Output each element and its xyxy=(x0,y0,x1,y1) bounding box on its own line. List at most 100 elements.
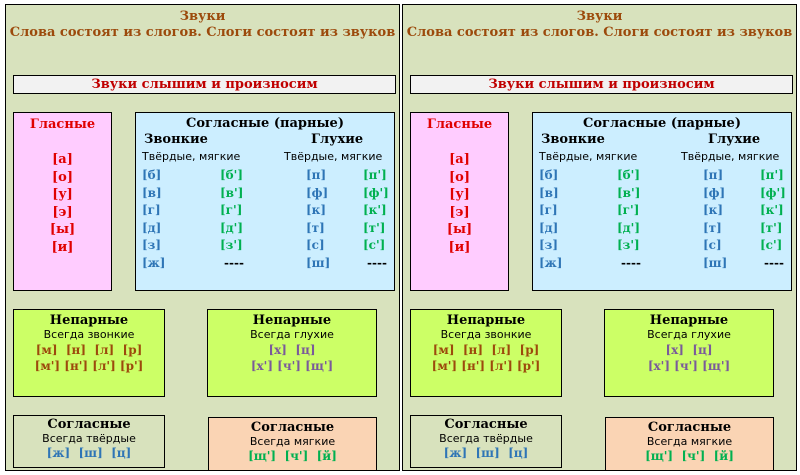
hard-consonants-box: Согласные Всегда твёрдые [ж] [ш] [ц] xyxy=(13,415,165,468)
consonant-cell: ---- xyxy=(367,256,387,270)
hard-sub: Всегда твёрдые xyxy=(439,432,533,445)
unpaired-voiced-box: Непарные Всегда звонкие [м] [н] [л] [р] … xyxy=(13,309,165,397)
consonant-cell: [т] xyxy=(306,220,325,235)
unpaired-voiceless-line1: [х] [ц] xyxy=(268,343,316,357)
soft-sub: Всегда мягкие xyxy=(646,435,733,448)
consonant-cell: [п] xyxy=(703,168,724,182)
consonant-cell: [б'] xyxy=(617,168,641,182)
voiced-sub: Твёрдые, мягкие xyxy=(142,150,241,163)
soft-line: [щ'] [ч'] [й] xyxy=(248,449,337,463)
voiceless-sub: Твёрдые, мягкие xyxy=(284,150,383,163)
consonant-cell: ---- xyxy=(621,256,641,270)
consonant-cell: [т'] xyxy=(363,220,386,235)
hard-title: Согласные xyxy=(47,417,131,432)
panel-title: Звуки xyxy=(576,9,623,24)
consonant-cell: [ж] xyxy=(142,256,166,270)
hard-sub: Всегда твёрдые xyxy=(42,432,136,445)
unpaired-voiceless-line2: [х'] [ч'] [щ'] xyxy=(250,359,334,373)
consonant-cell: [к'] xyxy=(760,203,784,218)
consonant-cell: [ф] xyxy=(306,185,329,200)
consonant-cell: [з] xyxy=(539,238,559,253)
consonant-cell: [з'] xyxy=(617,238,640,253)
vowel-item: [о] xyxy=(449,169,470,185)
voiceless-sub: Твёрдые, мягкие xyxy=(681,150,780,163)
vowel-item: [э] xyxy=(52,204,73,220)
unpaired-voiced-line1: [м] [н] [л] [р] xyxy=(432,343,540,357)
vowel-item: [и] xyxy=(448,239,471,255)
consonant-cell: [в'] xyxy=(220,185,244,200)
consonant-cell: [г] xyxy=(539,203,558,218)
consonant-cell: [з'] xyxy=(220,238,243,253)
vowel-item: [о] xyxy=(52,169,73,185)
hard-consonants-box: Согласные Всегда твёрдые [ж] [ш] [ц] xyxy=(410,415,562,468)
unpaired-voiced-sub: Всегда звонкие xyxy=(43,328,135,341)
banner: Звуки слышим и произносим xyxy=(13,75,396,94)
consonant-cell: ---- xyxy=(224,256,244,270)
consonant-cell: [т'] xyxy=(760,220,783,235)
consonant-cell: [б] xyxy=(539,168,559,182)
soft-consonants-box: Согласные Всегда мягкие [щ'] [ч'] [й] xyxy=(208,417,377,471)
unpaired-voiced-sub: Всегда звонкие xyxy=(440,328,532,341)
unpaired-voiced-line2: [м'] [н'] [л'] [р'] xyxy=(431,359,541,373)
vowels-title: Гласные xyxy=(426,117,493,132)
vowel-item: [ы] xyxy=(446,222,473,237)
vowel-item: [у] xyxy=(52,187,73,202)
consonant-cell: [з] xyxy=(142,238,162,253)
banner: Звуки слышим и произносим xyxy=(410,75,793,94)
consonant-cell: [г'] xyxy=(617,203,640,218)
hard-line: [ж] [ш] [ц] xyxy=(46,446,132,460)
vowel-item: [а] xyxy=(52,152,73,167)
consonant-cell: [д] xyxy=(539,220,559,235)
consonant-cell: [к'] xyxy=(363,203,387,218)
unpaired-voiceless-box: Непарные Всегда глухие [х] [ц] [х'] [ч']… xyxy=(604,309,774,397)
soft-title: Согласные xyxy=(647,420,732,435)
unpaired-voiceless-line1: [х] [ц] xyxy=(665,343,713,357)
consonant-cell: [к] xyxy=(306,203,327,218)
vowels-box: Гласные [а][о][у][э][ы][и] xyxy=(13,112,112,291)
consonant-cell: [с'] xyxy=(760,238,783,253)
hard-line: [ж] [ш] [ц] xyxy=(443,446,529,460)
consonant-cell: [ф'] xyxy=(760,185,786,200)
consonant-cell: [д] xyxy=(142,220,162,235)
consonant-cell: [в'] xyxy=(617,185,641,200)
voiced-label: Звонкие xyxy=(541,132,605,147)
consonant-cell: [д'] xyxy=(220,220,244,235)
soft-title: Согласные xyxy=(250,420,335,435)
consonant-cell: [п'] xyxy=(363,168,387,182)
panel-subtitle: Слова состоят из слогов. Слоги состоят и… xyxy=(9,25,396,40)
unpaired-voiceless-title: Непарные xyxy=(649,313,729,328)
unpaired-voiced-title: Непарные xyxy=(446,313,526,328)
unpaired-voiceless-box: Непарные Всегда глухие [х] [ц] [х'] [ч']… xyxy=(207,309,377,397)
paired-consonants-box: Согласные (парные) Звонкие Глухие Твёрды… xyxy=(135,112,395,291)
soft-line: [щ'] [ч'] [й] xyxy=(645,449,734,463)
consonant-cell: [б] xyxy=(142,168,162,182)
unpaired-voiceless-sub: Всегда глухие xyxy=(250,328,334,341)
consonant-cell: [с] xyxy=(306,238,325,253)
vowels-title: Гласные xyxy=(29,117,96,132)
panel-title: Звуки xyxy=(179,9,226,24)
vowels-box: Гласные [а][о][у][э][ы][и] xyxy=(410,112,509,291)
unpaired-voiceless-sub: Всегда глухие xyxy=(647,328,731,341)
voiceless-label: Глухие xyxy=(708,132,761,147)
consonant-cell: [б'] xyxy=(220,168,244,182)
voiced-label: Звонкие xyxy=(144,132,208,147)
unpaired-voiced-box: Непарные Всегда звонкие [м] [н] [л] [р] … xyxy=(410,309,562,397)
consonant-cell: ---- xyxy=(764,256,784,270)
left-panel: Звуки Слова состоят из слогов. Слоги сос… xyxy=(5,4,400,471)
consonant-cell: [к] xyxy=(703,203,724,218)
consonant-cell: [г'] xyxy=(220,203,243,218)
vowel-item: [у] xyxy=(449,187,470,202)
paired-title: Согласные (парные) xyxy=(186,116,344,131)
unpaired-voiced-line1: [м] [н] [л] [р] xyxy=(35,343,143,357)
consonant-cell: [с'] xyxy=(363,238,386,253)
consonant-cell: [в] xyxy=(539,185,559,200)
paired-title: Согласные (парные) xyxy=(583,116,741,131)
soft-consonants-box: Согласные Всегда мягкие [щ'] [ч'] [й] xyxy=(605,417,774,471)
consonant-cell: [ш] xyxy=(703,256,728,270)
unpaired-voiced-title: Непарные xyxy=(49,313,129,328)
consonant-cell: [д'] xyxy=(617,220,641,235)
consonant-cell: [в] xyxy=(142,185,162,200)
voiced-sub: Твёрдые, мягкие xyxy=(539,150,638,163)
hard-title: Согласные xyxy=(444,417,528,432)
vowel-item: [ы] xyxy=(49,222,76,237)
